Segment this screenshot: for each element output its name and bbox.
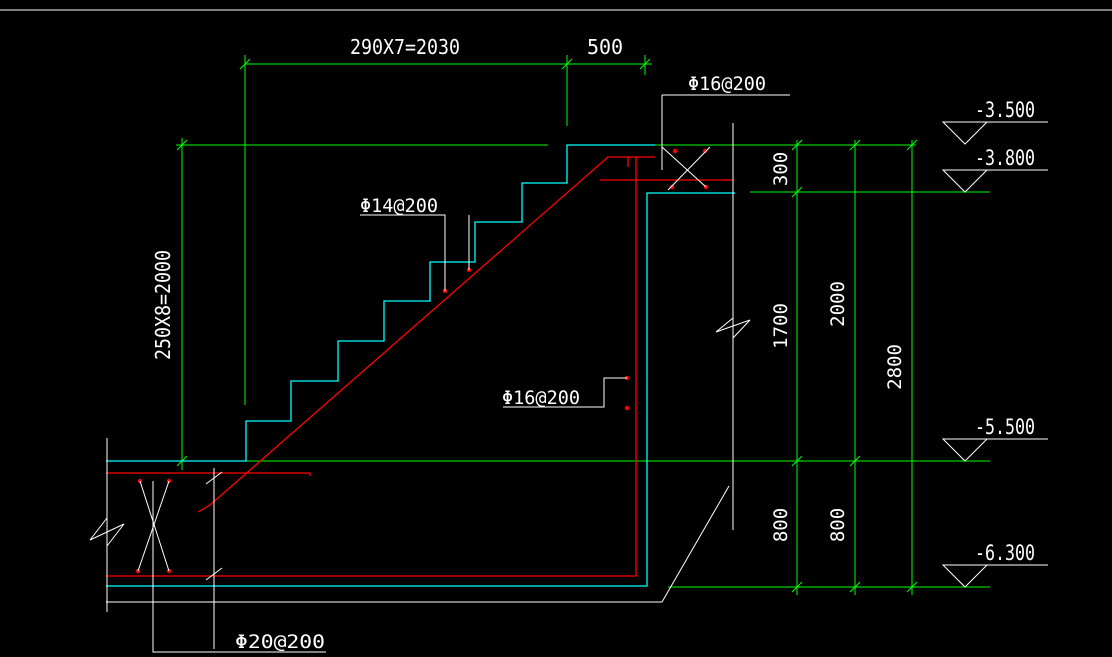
dim-300: 300 <box>770 152 792 186</box>
elevation-5500: -5.500 <box>975 415 1035 439</box>
rebar-label-wall: Φ16@200 <box>502 387 580 409</box>
rebar-lines <box>106 156 733 577</box>
concrete-outline <box>106 144 735 587</box>
dim-2800: 2800 <box>884 344 906 390</box>
dim-800-b: 800 <box>827 508 849 542</box>
elevation-6300: -6.300 <box>975 541 1035 565</box>
rebar-label-bottom: Φ20@200 <box>235 631 325 653</box>
dim-top-landing: 500 <box>587 35 623 59</box>
dim-left-rise: 250X8=2000 <box>151 250 175 360</box>
rebar-label-top: Φ16@200 <box>688 73 766 95</box>
elevation-3500: -3.500 <box>975 98 1035 122</box>
dim-top-run: 290X7=2030 <box>350 35 460 59</box>
elevation-3800: -3.800 <box>975 146 1035 170</box>
elevation-markers <box>941 121 1048 588</box>
rebar-label-stair: Φ14@200 <box>360 195 438 217</box>
dim-2000: 2000 <box>827 281 849 327</box>
leader-lines <box>89 94 790 653</box>
dim-800-a: 800 <box>770 508 792 542</box>
dimension-lines <box>106 55 990 595</box>
dim-1700: 1700 <box>770 303 792 349</box>
